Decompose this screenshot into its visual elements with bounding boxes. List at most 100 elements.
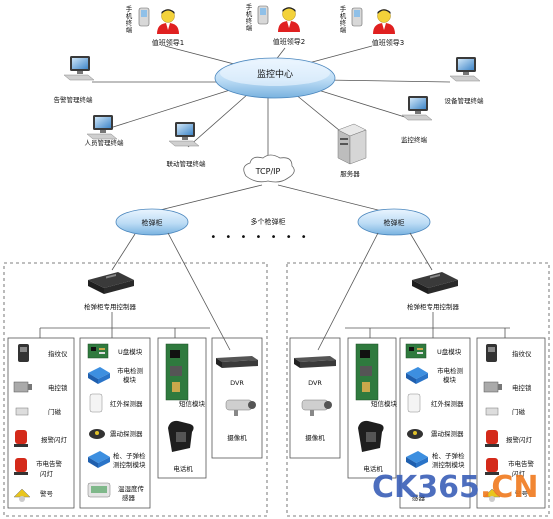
- sms-module-icon: [355, 343, 379, 401]
- svg-text:端: 端: [126, 25, 133, 34]
- mobile-phone-icon: [351, 7, 363, 27]
- leader-name: 值班领导1: [152, 38, 184, 47]
- svg-text:门磁: 门磁: [512, 407, 526, 416]
- right-col3-box: [399, 337, 471, 509]
- dvr-icon: [294, 356, 336, 368]
- gun-bullet-detection-module-icon: [406, 451, 428, 468]
- svg-text:感器: 感器: [122, 493, 136, 502]
- linkage-terminal: 联动管理终端: [167, 121, 206, 168]
- svg-text:指纹仪: 指纹仪: [48, 349, 68, 358]
- alarm-light-icon: [14, 430, 28, 447]
- svg-text:红外探测器: 红外探测器: [110, 399, 143, 408]
- mains-detection-module-icon: [88, 367, 110, 384]
- svg-text:模块: 模块: [123, 375, 137, 384]
- svg-text:DVR: DVR: [308, 379, 322, 387]
- svg-text:终: 终: [126, 18, 133, 27]
- svg-text:DVR: DVR: [230, 379, 244, 387]
- left-col2-box: [79, 337, 151, 509]
- svg-text:手: 手: [246, 2, 253, 11]
- infrared-detector-icon: [407, 393, 421, 413]
- svg-text:U盘模块: U盘模块: [118, 347, 143, 356]
- siren-icon: [483, 488, 501, 502]
- fingerprint-reader-icon: [486, 344, 497, 362]
- terminal-label: 监控终端: [401, 135, 428, 144]
- computer-icon: [63, 55, 95, 81]
- svg-text:端: 端: [340, 25, 347, 34]
- svg-text:指纹仪: 指纹仪: [512, 349, 532, 358]
- svg-text:短信模块: 短信模块: [179, 399, 206, 408]
- siren-icon: [13, 488, 31, 502]
- computer-icon: [401, 95, 433, 121]
- camera-icon: [301, 399, 332, 416]
- svg-text:市电告警: 市电告警: [36, 459, 63, 468]
- svg-text:模块: 模块: [443, 375, 457, 384]
- gun-bullet-detection-module-icon: [88, 451, 110, 468]
- left-col3-devices: 短信模块 电话机: [165, 343, 206, 473]
- tcpip-cloud: TCP/IP: [243, 154, 295, 183]
- server-icon: [337, 123, 367, 165]
- watermark-text-a: CK365: [372, 470, 480, 505]
- svg-text:终: 终: [340, 18, 347, 27]
- svg-text:闪灯: 闪灯: [512, 469, 526, 478]
- server: 服务器: [337, 123, 367, 178]
- svg-text:电话机: 电话机: [173, 464, 193, 473]
- svg-text:红外探测器: 红外探测器: [431, 399, 464, 408]
- svg-text:手: 手: [340, 4, 347, 13]
- multi-cabinet-label: 多个枪弹柜: [251, 217, 286, 226]
- right-col4-devices: 指纹仪 电控锁 门磁 报警闪灯 市电告警 闪灯 警号: [483, 344, 535, 502]
- tcpip-label: TCP/IP: [255, 167, 281, 176]
- right-col3-devices: U盘模块 市电检测 模块 红外探测器 震动探测器 枪、子弹检 测控制模块 感器: [405, 343, 465, 502]
- svg-text:报警闪灯: 报警闪灯: [506, 435, 533, 444]
- svg-text:电控锁: 电控锁: [48, 383, 68, 392]
- svg-text:感器: 感器: [412, 493, 426, 502]
- center-label: 监控中心: [257, 68, 293, 80]
- computer-icon: [449, 56, 481, 82]
- mobile-phone-icon: [138, 7, 150, 27]
- svg-text:报警闪灯: 报警闪灯: [41, 435, 68, 444]
- mobile-phone-icon: [257, 5, 269, 25]
- svg-text:警号: 警号: [515, 489, 529, 498]
- leader-3: 手 机 终 端 值班领导3: [340, 4, 404, 47]
- left-bus-lines: [39, 312, 210, 338]
- right-bus-lines: [345, 312, 510, 338]
- leader-person-icon: [277, 6, 301, 33]
- alarm-light-icon: [485, 430, 499, 447]
- leader-person-icon: [372, 8, 396, 35]
- server-label: 服务器: [340, 169, 360, 178]
- infrared-detector-icon: [89, 393, 103, 413]
- equipment-terminal: 设备管理终端: [445, 56, 484, 105]
- right-col1-box: [289, 337, 341, 459]
- cabinet-hub-left: 枪弹柜: [115, 208, 189, 236]
- sms-module-icon: [165, 343, 189, 401]
- controller-label: 枪弹柜专用控制器: [84, 302, 137, 311]
- ellipsis-dots: • • • • • • •: [210, 232, 309, 243]
- cabinet-label: 枪弹柜: [142, 218, 163, 227]
- temp-humidity-sensor-icon: [87, 482, 111, 498]
- svg-text:市电告警: 市电告警: [508, 459, 535, 468]
- controller-icon: [412, 272, 458, 294]
- leader-person-icon: [156, 8, 180, 35]
- svg-text:机: 机: [246, 9, 253, 18]
- usb-module-icon: [405, 343, 427, 359]
- left-col1-devices: 指纹仪 电控锁 门磁 报警闪灯 市电告警 闪灯 警号: [13, 344, 68, 502]
- left-col4-box: [211, 337, 263, 459]
- svg-text:电话机: 电话机: [363, 464, 383, 473]
- right-col4-box: [476, 337, 546, 509]
- svg-text:枪、子弹检: 枪、子弹检: [113, 451, 146, 460]
- svg-text:震动探测器: 震动探测器: [431, 429, 464, 438]
- controller-icon: [88, 272, 134, 294]
- left-group-box: [3, 262, 268, 517]
- svg-text:短信模块: 短信模块: [371, 399, 398, 408]
- svg-text:机: 机: [126, 11, 133, 20]
- camera-icon: [225, 399, 256, 416]
- alarm-terminal: 告警管理终端: [54, 55, 95, 104]
- electric-lock-icon: [13, 381, 32, 393]
- left-col4-devices: DVR 摄像机: [216, 356, 258, 442]
- mains-alarm-light-icon: [485, 458, 499, 475]
- telephone-icon: [168, 420, 194, 452]
- computer-icon: [168, 121, 200, 147]
- right-col2-box: [347, 337, 397, 479]
- door-sensor-icon: [15, 407, 29, 416]
- svg-text:温湿度传: 温湿度传: [118, 484, 145, 493]
